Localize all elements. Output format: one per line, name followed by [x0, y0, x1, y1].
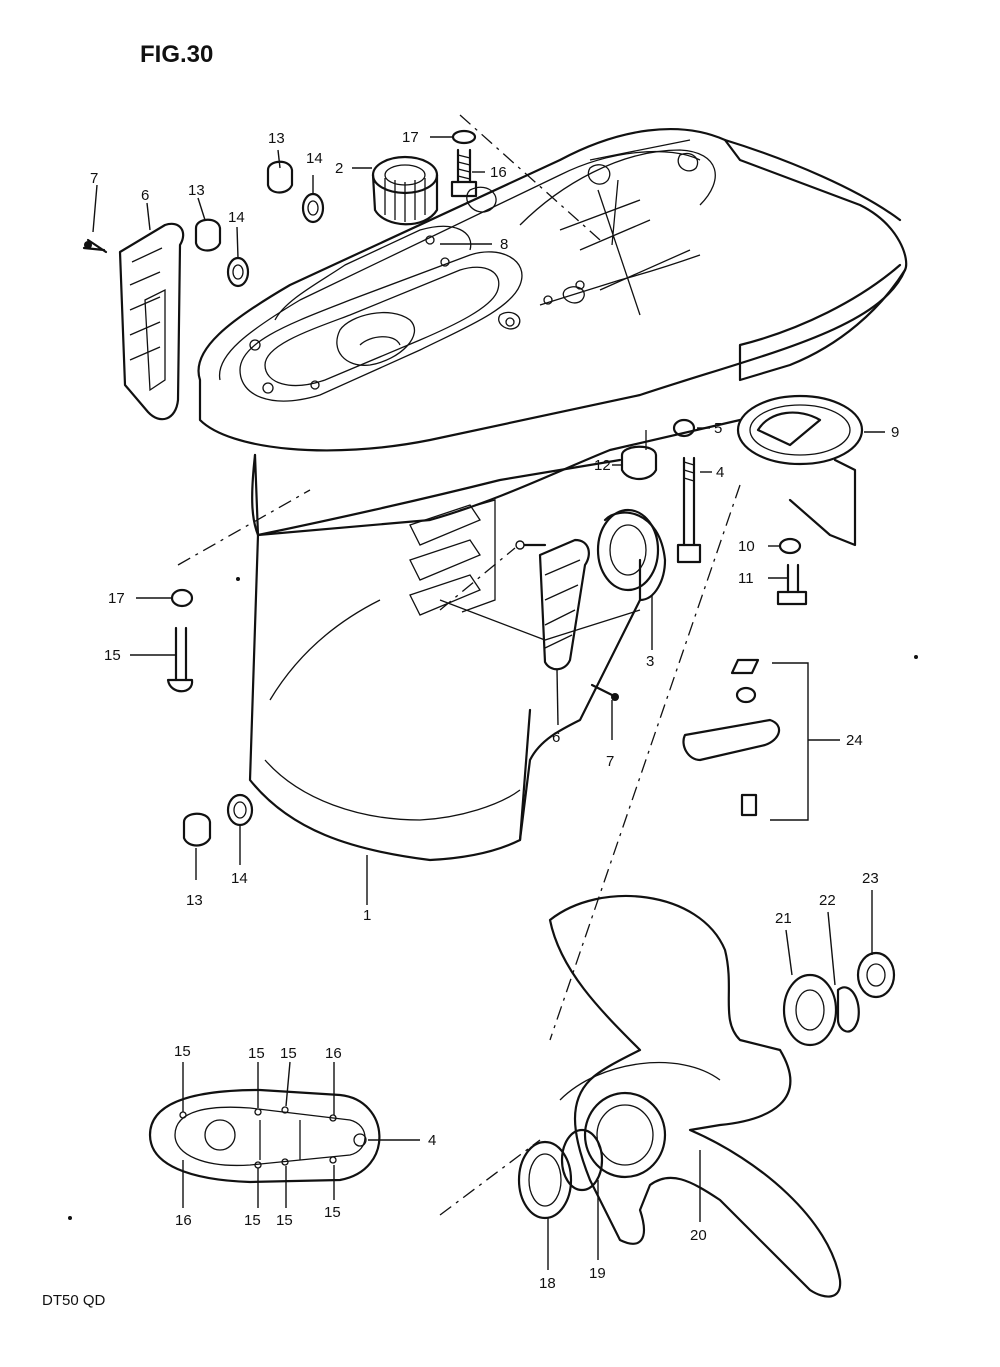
callout-19: 19: [589, 1265, 606, 1282]
callout-15a: 15: [104, 647, 121, 664]
zinc-24: [682, 658, 781, 817]
screw-7: [590, 683, 614, 697]
callout-14b: 14: [228, 209, 245, 226]
figure-title: FIG.30: [140, 41, 213, 68]
callout-9: 9: [891, 424, 899, 441]
callout-7b: 7: [606, 753, 614, 770]
callout-13b: 13: [188, 182, 205, 199]
gearcase-housing: [197, 128, 908, 862]
callout-15b: 15: [174, 1043, 191, 1060]
callout-20: 20: [690, 1227, 707, 1244]
speck: [236, 577, 240, 581]
leader-lines: [92, 136, 885, 1270]
propeller-20: [548, 894, 842, 1298]
callout-13a: 13: [268, 130, 285, 147]
bolt-top: [450, 129, 478, 198]
bolt-15: [166, 626, 194, 693]
bottom-view-inset: [148, 1088, 381, 1184]
seal-housing-3: [596, 508, 667, 602]
callout-6a: 6: [141, 187, 149, 204]
thrust-parts-21-23: [782, 951, 896, 1047]
callout-7a: 7: [90, 170, 98, 187]
washer-5: [672, 418, 696, 438]
model-label: DT50 QD: [42, 1292, 106, 1309]
callout-15e: 15: [244, 1212, 261, 1229]
plug-12: [620, 430, 658, 481]
callout-17b: 17: [108, 590, 125, 607]
callout-16c: 16: [175, 1212, 192, 1229]
callout-labels: 7 6 13 14 13 14 17 16 2 8 9 5 12 4 10 11…: [90, 129, 899, 1292]
callout-5: 5: [714, 420, 722, 437]
callout-1: 1: [363, 907, 371, 924]
callout-15g: 15: [324, 1204, 341, 1221]
callout-17a: 17: [402, 129, 419, 146]
washer-17: [170, 588, 194, 608]
callout-2: 2: [335, 160, 343, 177]
bolt-11: [776, 563, 808, 606]
callout-23: 23: [862, 870, 879, 887]
plug-and-seal-top: [194, 160, 325, 288]
anode-left: [82, 222, 185, 421]
speck: [914, 655, 918, 659]
callout-15d: 15: [280, 1045, 297, 1062]
callout-18: 18: [539, 1275, 556, 1292]
plug-and-seal-lower: [182, 793, 254, 847]
bolt-4: [676, 456, 702, 564]
anode-6-lower: [515, 538, 590, 671]
washer-10: [778, 537, 802, 555]
callout-12: 12: [594, 457, 611, 474]
speck: [68, 1216, 72, 1220]
callout-14a: 14: [306, 150, 323, 167]
callout-8: 8: [500, 236, 508, 253]
callout-24: 24: [846, 732, 863, 749]
callout-11: 11: [738, 570, 754, 587]
callout-13c: 13: [186, 892, 203, 909]
callout-15f: 15: [276, 1212, 293, 1229]
center-lines: [177, 114, 741, 1216]
callout-21: 21: [775, 910, 792, 927]
needle-bearing: [371, 155, 439, 226]
callout-3: 3: [646, 653, 654, 670]
callout-10: 10: [738, 538, 755, 555]
callout-22: 22: [819, 892, 836, 909]
callout-16b: 16: [325, 1045, 342, 1062]
callout-15c: 15: [248, 1045, 265, 1062]
spacer-parts-18-19: [517, 1128, 604, 1220]
trim-tab-9: [736, 394, 864, 547]
callout-4b: 4: [428, 1132, 436, 1149]
callout-4a: 4: [716, 464, 724, 481]
callout-6b: 6: [552, 729, 560, 746]
callout-14c: 14: [231, 870, 248, 887]
callout-16a: 16: [490, 164, 507, 181]
